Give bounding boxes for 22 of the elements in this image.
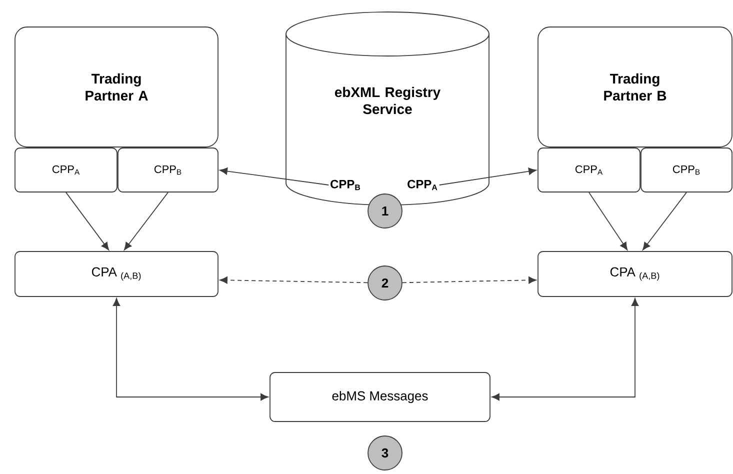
profile-label: CPP$_{A}$ [408, 180, 438, 190]
arrow [112, 298, 268, 401]
arrow [220, 168, 330, 186]
arrow [66, 192, 110, 250]
partner-box: Trading Partner B [538, 26, 732, 148]
arrow [438, 168, 536, 186]
arrow [124, 192, 168, 250]
arrow [642, 192, 687, 250]
arrow [492, 298, 639, 401]
node-label: ebXML Registry Service [334, 86, 441, 114]
profile-box: CPP$_{A}$ [538, 148, 640, 192]
message-box: ebMS Messages [270, 372, 490, 422]
partner-box: Trading Partner A [14, 26, 218, 148]
agreement-box: CPA $_{(A,B)}$ [14, 251, 218, 297]
profile-box: CPP$_{B}$ [118, 148, 218, 192]
profile-label: CPP$_{B}$ [330, 180, 360, 190]
profile-box: CPP$_{A}$ [14, 148, 118, 192]
profile-box: CPP$_{B}$ [640, 148, 732, 192]
agreement-box: CPA $_{(A,B)}$ [538, 251, 732, 297]
arrow [588, 192, 628, 250]
dashed-arrow [402, 276, 536, 284]
dashed-arrow [220, 276, 368, 284]
